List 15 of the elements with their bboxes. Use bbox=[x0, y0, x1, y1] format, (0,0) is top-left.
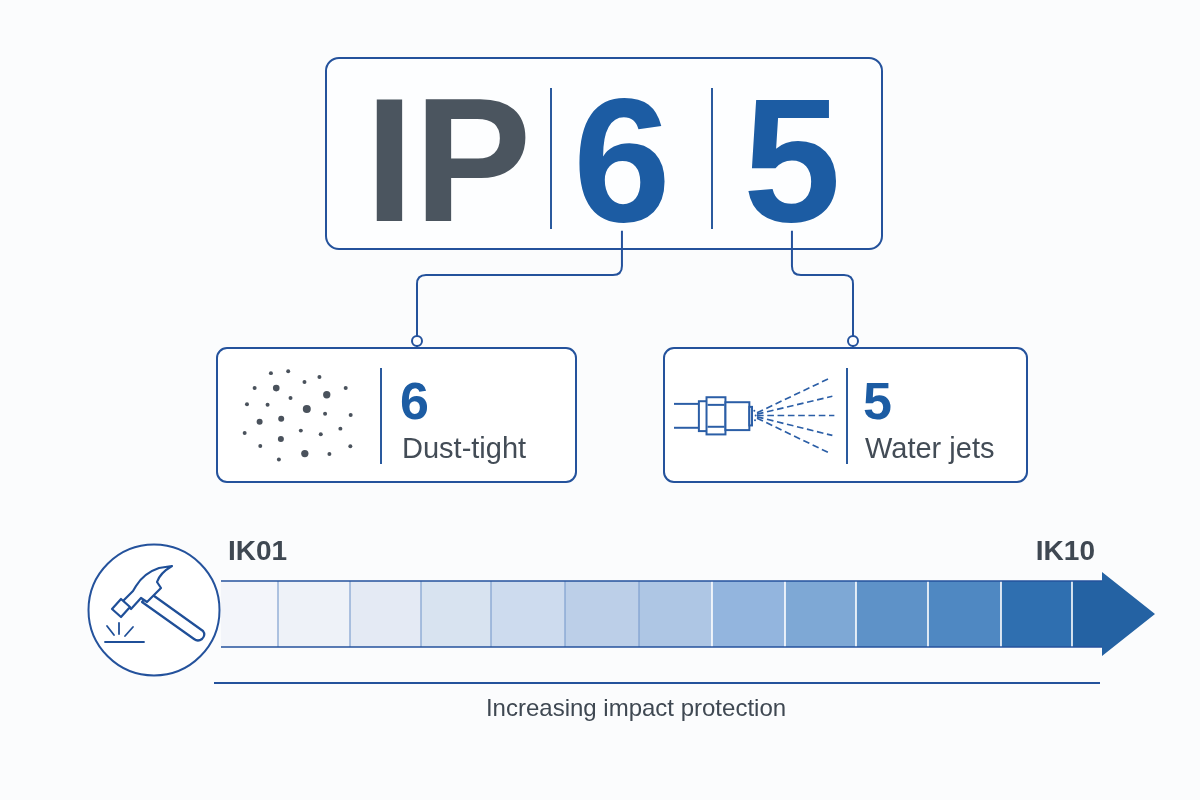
rating-number: 5 bbox=[863, 375, 892, 427]
scale-caption: Increasing impact protection bbox=[485, 694, 787, 723]
scale-end-label: IK10 bbox=[1035, 535, 1095, 568]
leader-line bbox=[790, 229, 859, 348]
rating-code-box bbox=[325, 57, 883, 250]
rating-description: Dust-tight bbox=[402, 431, 527, 466]
rating-digit: 6 bbox=[573, 90, 671, 231]
rating-number: 6 bbox=[400, 375, 429, 427]
leader-line bbox=[411, 229, 623, 348]
rating-card bbox=[663, 347, 1028, 483]
rating-card bbox=[216, 347, 577, 483]
scale-start-label: IK01 bbox=[228, 535, 288, 568]
code-prefix: IP bbox=[365, 90, 532, 231]
rating-digit: 5 bbox=[743, 90, 841, 231]
rating-description: Water jets bbox=[865, 431, 995, 466]
